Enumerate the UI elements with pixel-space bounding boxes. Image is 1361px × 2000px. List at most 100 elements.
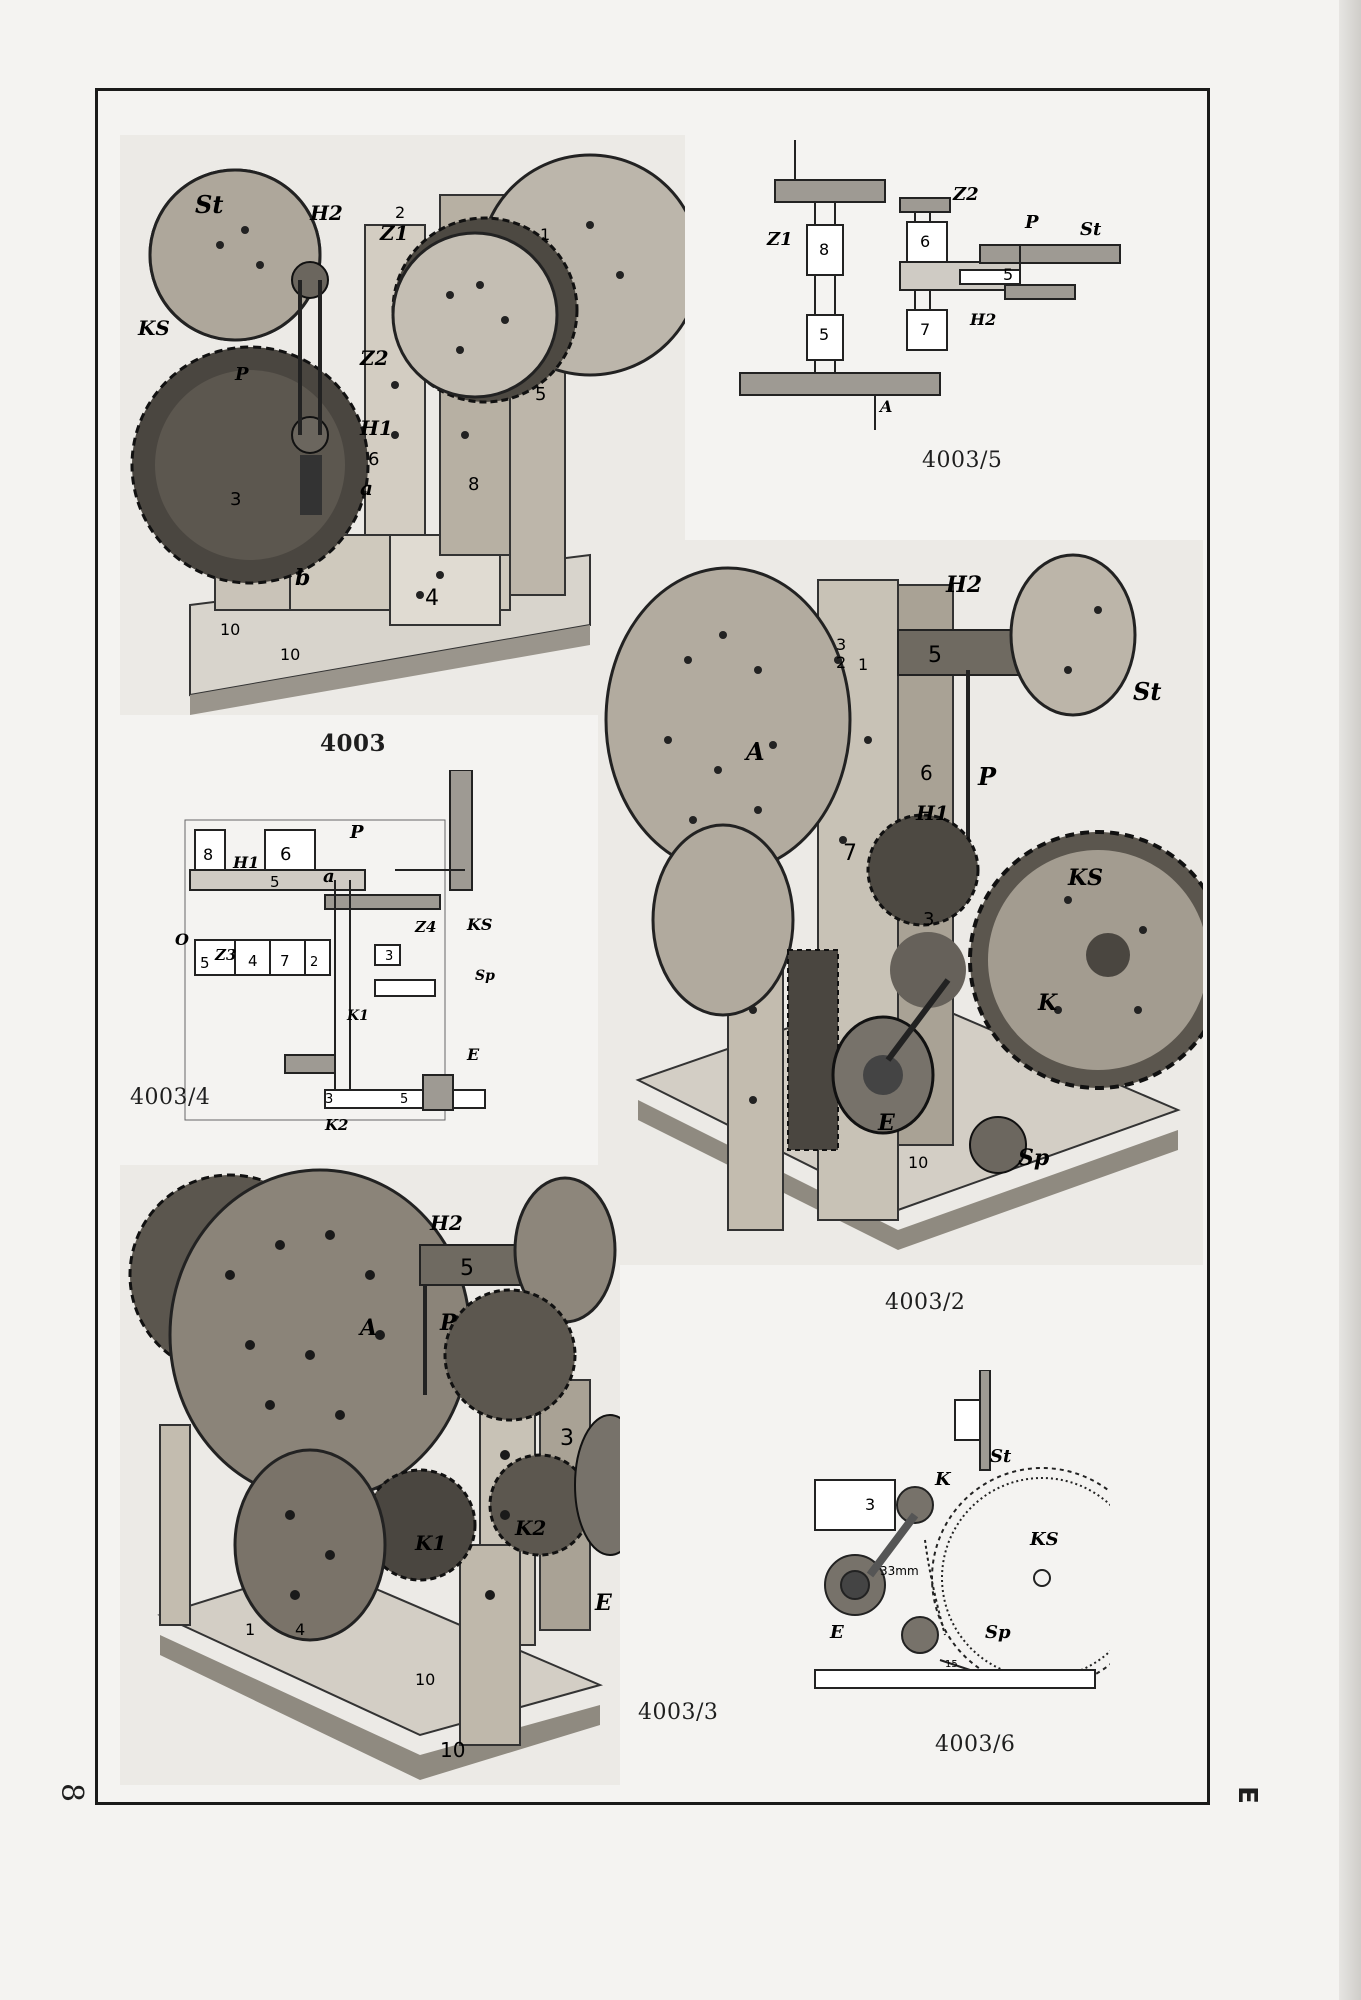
figure-4003-2-photo: H2 St 3 2 1 5 A P 6 H1 7 KS 3 K E 10 Sp — [598, 540, 1203, 1265]
label: 10 — [220, 620, 240, 639]
label: 10 — [415, 1670, 435, 1689]
label: H2 — [429, 1211, 463, 1235]
page-edge — [1339, 0, 1361, 2000]
figure-caption: 4003/6 — [935, 1732, 1016, 1757]
label: K — [934, 1469, 952, 1490]
label: Z1 — [766, 229, 793, 250]
label: Sp — [475, 968, 495, 984]
label: 5 — [535, 384, 546, 405]
figure-4003-3-photo: H2 5 A P 3 K1 K2 E 4 1 10 10 — [120, 1165, 620, 1785]
label: 3 — [385, 949, 393, 964]
label: K2 — [324, 1116, 348, 1134]
label: 4 — [295, 1620, 305, 1639]
label: P — [349, 822, 364, 843]
label: 2 — [310, 955, 318, 970]
label: 1 — [245, 1620, 255, 1639]
label: 5 — [200, 954, 210, 972]
label: 6 — [920, 761, 933, 785]
label: 2 — [836, 653, 846, 672]
figure-4003-6-diagram: St K 3 KS 33mm E Sp 15 — [814, 1370, 1110, 1689]
label: 10 — [908, 1153, 928, 1172]
label: P — [234, 364, 249, 385]
label: KS — [137, 316, 170, 340]
figure-caption: 4003/5 — [922, 448, 1003, 473]
label: P — [977, 762, 997, 791]
label: St — [1133, 677, 1161, 706]
label: Z2 — [952, 184, 979, 205]
page-number: 8 — [54, 1782, 90, 1803]
figure-4003-5-diagram: Z2 P St Z1 8 6 5 H2 5 7 A — [739, 140, 1121, 430]
label: 6 — [368, 449, 379, 470]
figure-caption: 4003/2 — [885, 1290, 966, 1315]
label: 7 — [843, 841, 857, 866]
label: 8 — [203, 845, 213, 864]
label: P — [439, 1310, 458, 1336]
label: H1 — [232, 853, 259, 872]
label: K — [1037, 990, 1058, 1016]
label: a — [360, 476, 373, 500]
figure-4003-4-diagram: P 8 H1 6 a 5 O Z4 KS Z3 5 4 7 2 3 Sp K1 … — [175, 770, 495, 1134]
label: 15 — [945, 1659, 958, 1670]
figure-caption: 4003/4 — [130, 1085, 211, 1110]
label: Sp — [985, 1622, 1011, 1643]
label: E — [466, 1045, 480, 1064]
label: H1 — [915, 801, 949, 825]
label: a — [323, 866, 335, 887]
label: A — [878, 397, 892, 416]
label: 5 — [460, 1256, 474, 1281]
label: 7 — [280, 952, 290, 970]
label: 5 — [270, 873, 280, 891]
label: P — [1024, 212, 1039, 233]
label: 8 — [468, 474, 479, 495]
label: 3 — [836, 635, 846, 654]
label: 4 — [425, 586, 439, 611]
label: 6 — [280, 844, 291, 865]
label: 7 — [920, 320, 930, 339]
label: K2 — [514, 1516, 546, 1540]
label: A — [358, 1315, 377, 1341]
margin-mark: E — [1231, 1786, 1262, 1804]
label: H2 — [969, 310, 996, 329]
label: E — [877, 1110, 896, 1136]
label: 6 — [920, 232, 930, 251]
label: 5 — [928, 643, 942, 668]
label: 5 — [400, 1092, 408, 1107]
label: 3 — [923, 909, 934, 930]
label: O — [175, 930, 189, 949]
label: 3 — [230, 489, 241, 510]
label: 5 — [819, 325, 829, 344]
label: K1 — [414, 1531, 446, 1555]
label: St — [990, 1446, 1012, 1467]
page-frame — [95, 88, 1210, 1805]
label: 4 — [248, 952, 258, 970]
label: E — [829, 1622, 844, 1643]
figure-caption: 4003/3 — [638, 1700, 719, 1725]
label: St — [195, 190, 223, 219]
label: E — [594, 1590, 613, 1616]
label: KS — [1029, 1529, 1059, 1550]
label: KS — [1067, 865, 1103, 891]
label: 1 — [858, 655, 868, 674]
label: 2 — [395, 203, 405, 222]
label: 1 — [540, 225, 550, 244]
label: Z2 — [359, 346, 389, 370]
label: Z1 — [379, 221, 409, 245]
label: Z4 — [414, 918, 436, 936]
label: A — [744, 737, 765, 766]
label: 5 — [1003, 265, 1013, 284]
label: 10 — [280, 645, 300, 664]
label: Z3 — [214, 946, 236, 964]
figure-4003-photo: St H2 Z1 Z2 KS P H1 a b 6 8 3 4 5 2 1 10… — [120, 135, 685, 715]
figure-caption: 4003 — [320, 730, 387, 757]
label: 3 — [865, 1495, 875, 1514]
label: Sp — [1018, 1145, 1050, 1171]
label: H2 — [309, 201, 343, 225]
label: St — [1080, 219, 1102, 240]
label: K1 — [346, 1008, 369, 1024]
label: 10 — [440, 1738, 465, 1762]
label: b — [295, 565, 310, 591]
label: 33mm — [880, 1564, 919, 1578]
label: 8 — [819, 240, 829, 259]
label: 3 — [560, 1426, 574, 1451]
label: H2 — [945, 572, 982, 598]
